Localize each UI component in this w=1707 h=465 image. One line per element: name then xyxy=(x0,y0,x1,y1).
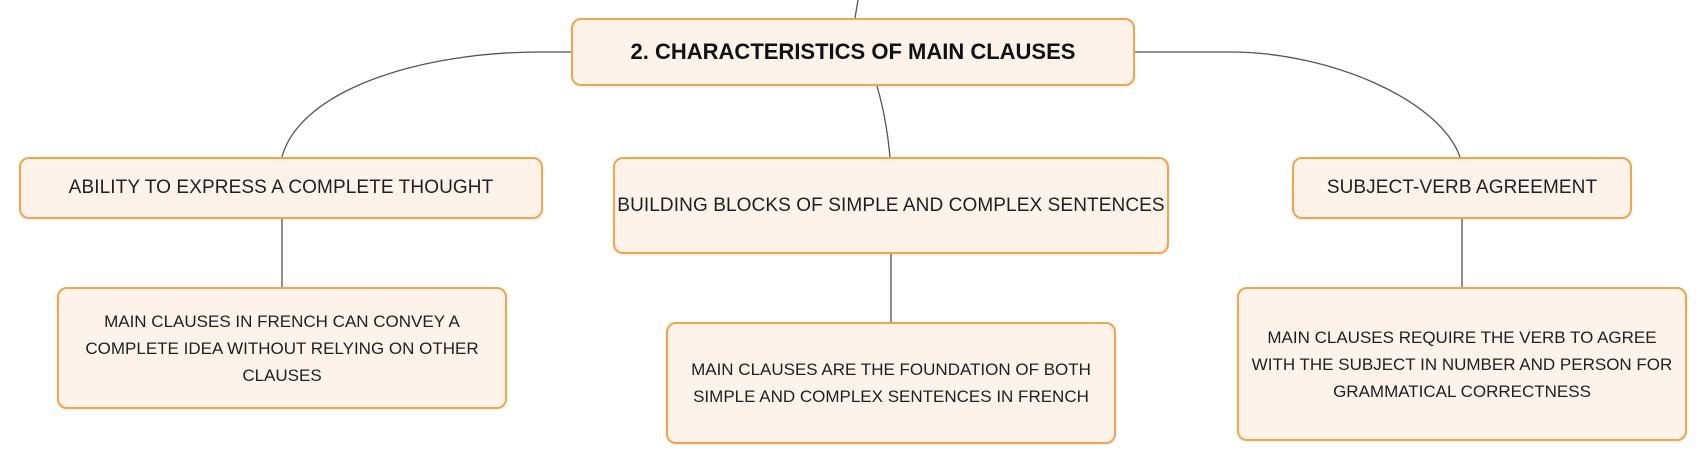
connector-parent-to-root xyxy=(854,0,859,19)
detail-text: MAIN CLAUSES IN FRENCH CAN CONVEY A COMP… xyxy=(85,311,479,385)
connector-root-to-topic-3 xyxy=(1135,51,1461,158)
topic-label: SUBJECT-VERB AGREEMENT xyxy=(1326,177,1598,198)
detail-text: MAIN CLAUSES REQUIRE THE VERB TO AGREE W… xyxy=(1251,327,1673,401)
detail-text: MAIN CLAUSES ARE THE FOUNDATION OF BOTH … xyxy=(691,360,1091,406)
topic-label: ABILITY TO EXPRESS A COMPLETE THOUGHT xyxy=(68,177,494,198)
root-title: 2. CHARACTERISTICS OF MAIN CLAUSES xyxy=(630,39,1076,64)
connector-root-to-topic-2 xyxy=(876,85,891,158)
topic-node-complete-thought[interactable]: ABILITY TO EXPRESS A COMPLETE THOUGHT xyxy=(19,157,543,219)
topic-label: BUILDING BLOCKS OF SIMPLE AND COMPLEX SE… xyxy=(617,194,1165,216)
topic-node-subject-verb-agreement[interactable]: SUBJECT-VERB AGREEMENT xyxy=(1292,157,1632,219)
connector-root-to-topic-1 xyxy=(281,51,571,158)
detail-node-complete-thought[interactable]: MAIN CLAUSES IN FRENCH CAN CONVEY A COMP… xyxy=(57,287,507,409)
detail-node-subject-verb-agreement[interactable]: MAIN CLAUSES REQUIRE THE VERB TO AGREE W… xyxy=(1237,287,1687,441)
root-node[interactable]: 2. CHARACTERISTICS OF MAIN CLAUSES xyxy=(571,18,1135,86)
detail-node-building-blocks[interactable]: MAIN CLAUSES ARE THE FOUNDATION OF BOTH … xyxy=(666,322,1116,444)
topic-node-building-blocks[interactable]: BUILDING BLOCKS OF SIMPLE AND COMPLEX SE… xyxy=(613,157,1169,254)
